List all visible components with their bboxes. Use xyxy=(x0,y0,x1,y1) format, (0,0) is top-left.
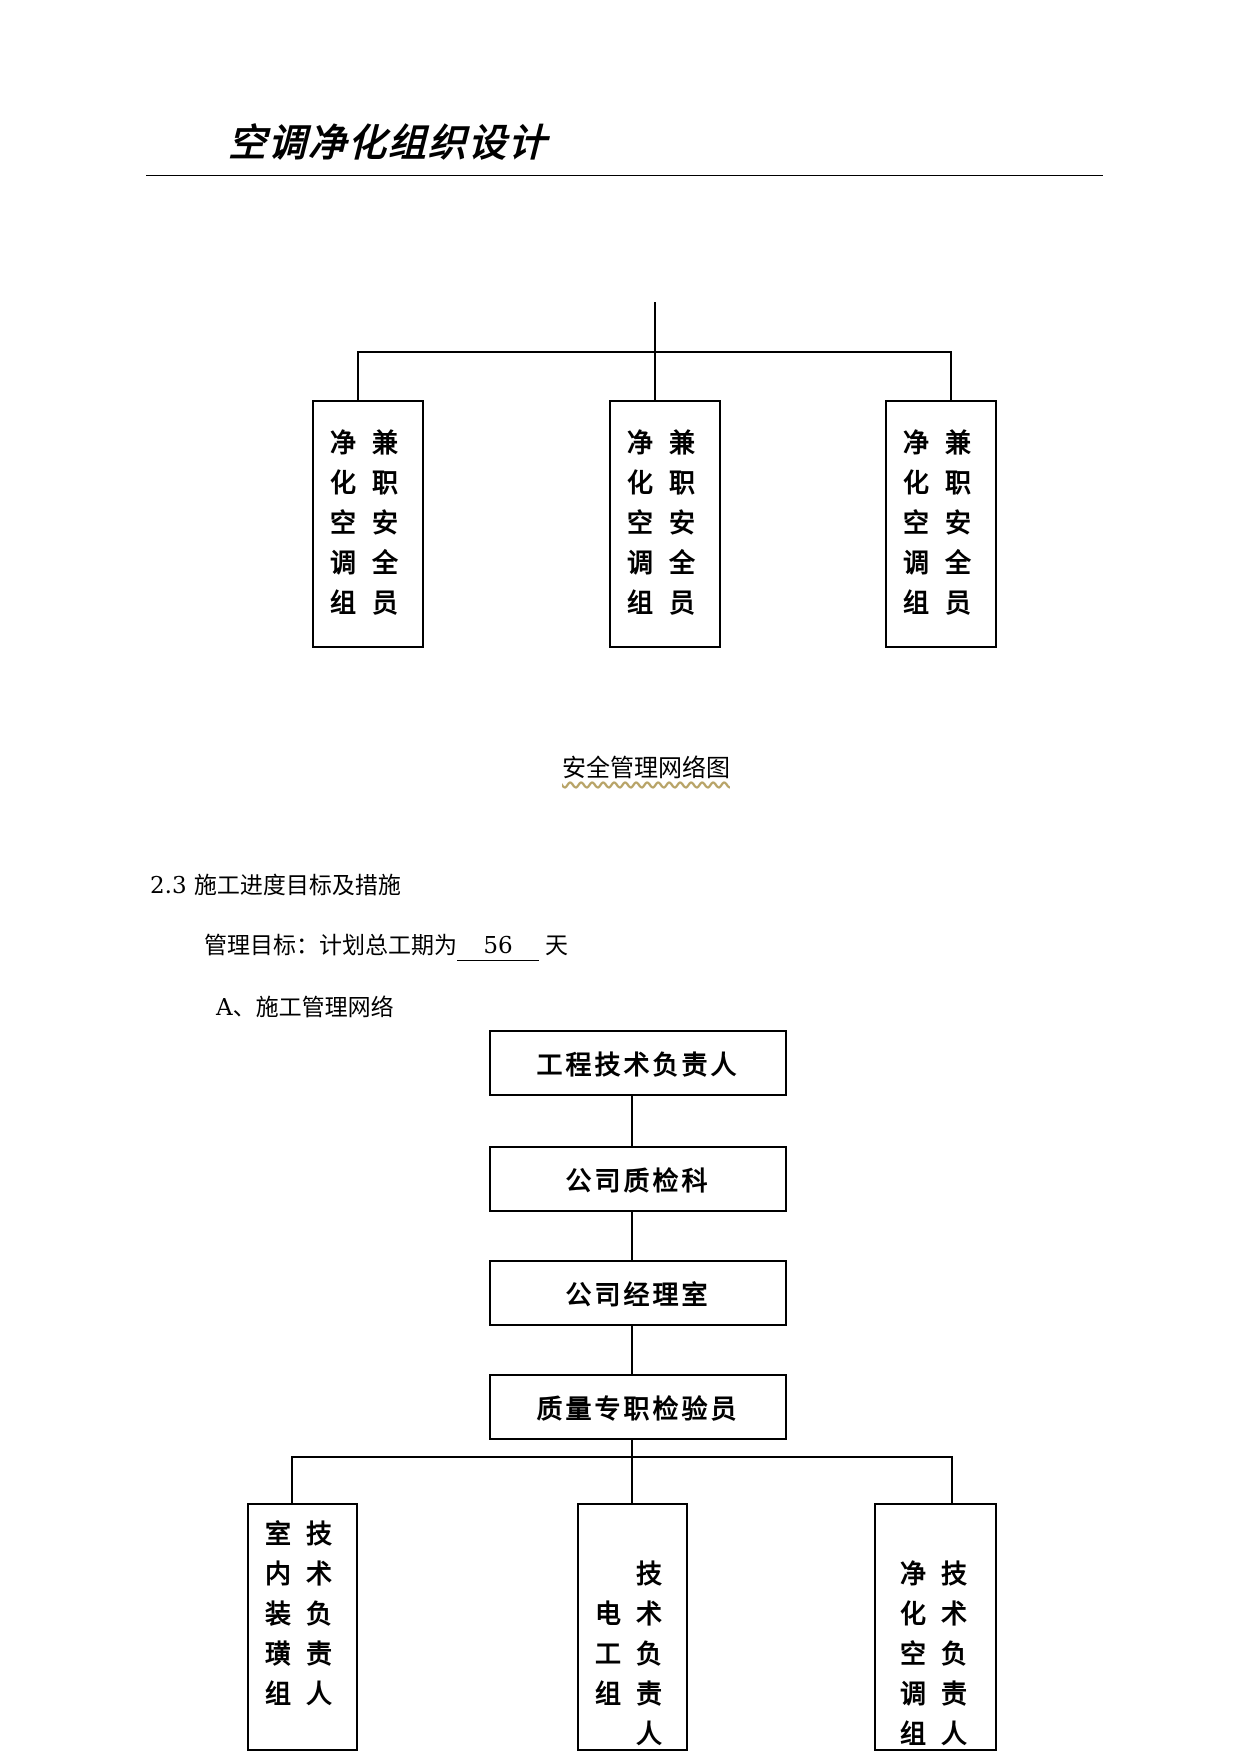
safety-group-3-left-text: 净化空调组 xyxy=(902,429,929,619)
chain-box-quality-inspector: 质量专职检验员 xyxy=(489,1374,787,1440)
chain-connector-1 xyxy=(631,1096,633,1146)
chain-box-tech-lead: 工程技术负责人 xyxy=(489,1030,787,1096)
document-title: 空调净化组织设计 xyxy=(228,121,549,165)
safety-trunk-line xyxy=(654,302,656,410)
construction-drop-line-1 xyxy=(291,1456,293,1503)
safety-group-3-right-text: 兼职安全员 xyxy=(944,429,971,619)
construction-group-box-2: 电工组 技术负责人 xyxy=(577,1503,688,1751)
safety-group-box-2: 净化空调组 兼职安全员 xyxy=(609,400,721,648)
chain-box-manager-office: 公司经理室 xyxy=(489,1260,787,1326)
goal-days-value: 56 xyxy=(457,932,539,961)
safety-group-1-left-text: 净化空调组 xyxy=(329,429,356,619)
goal-suffix: 天 xyxy=(545,933,568,959)
goal-prefix: 管理目标：计划总工期为 xyxy=(204,933,457,959)
safety-group-1-right-text: 兼职安全员 xyxy=(371,429,398,619)
construction-group-3-right-text: 技术负责人 xyxy=(940,1560,967,1750)
safety-drop-line-1 xyxy=(357,351,359,400)
construction-group-2-left-text: 电工组 xyxy=(594,1600,621,1710)
chain-connector-3 xyxy=(631,1326,633,1374)
chain-connector-4 xyxy=(631,1440,633,1503)
construction-group-2-right-text: 技术负责人 xyxy=(635,1560,662,1750)
construction-branch-bar xyxy=(291,1456,953,1458)
safety-group-box-3: 净化空调组 兼职安全员 xyxy=(885,400,997,648)
header-rule xyxy=(146,175,1103,176)
safety-group-2-right-text: 兼职安全员 xyxy=(668,429,695,619)
construction-group-1-left-text: 室内装璜组 xyxy=(264,1520,291,1710)
construction-group-1-right-text: 技术负责人 xyxy=(305,1520,332,1710)
safety-group-box-1: 净化空调组 兼职安全员 xyxy=(312,400,424,648)
section-subheading: A、施工管理网络 xyxy=(216,995,394,1021)
safety-network-caption: 安全管理网络图 xyxy=(562,754,730,782)
safety-group-2-left-text: 净化空调组 xyxy=(626,429,653,619)
construction-group-box-3: 净化空调组 技术负责人 xyxy=(874,1503,997,1751)
chain-connector-2 xyxy=(631,1212,633,1260)
safety-drop-line-3 xyxy=(950,351,952,400)
section-heading: 2.3 施工进度目标及措施 xyxy=(150,873,401,899)
safety-branch-bar xyxy=(357,351,952,353)
construction-group-3-left-text: 净化空调组 xyxy=(899,1560,926,1750)
chain-box-qc-dept: 公司质检科 xyxy=(489,1146,787,1212)
construction-group-box-1: 室内装璜组 技术负责人 xyxy=(247,1503,358,1751)
construction-drop-line-3 xyxy=(951,1456,953,1503)
